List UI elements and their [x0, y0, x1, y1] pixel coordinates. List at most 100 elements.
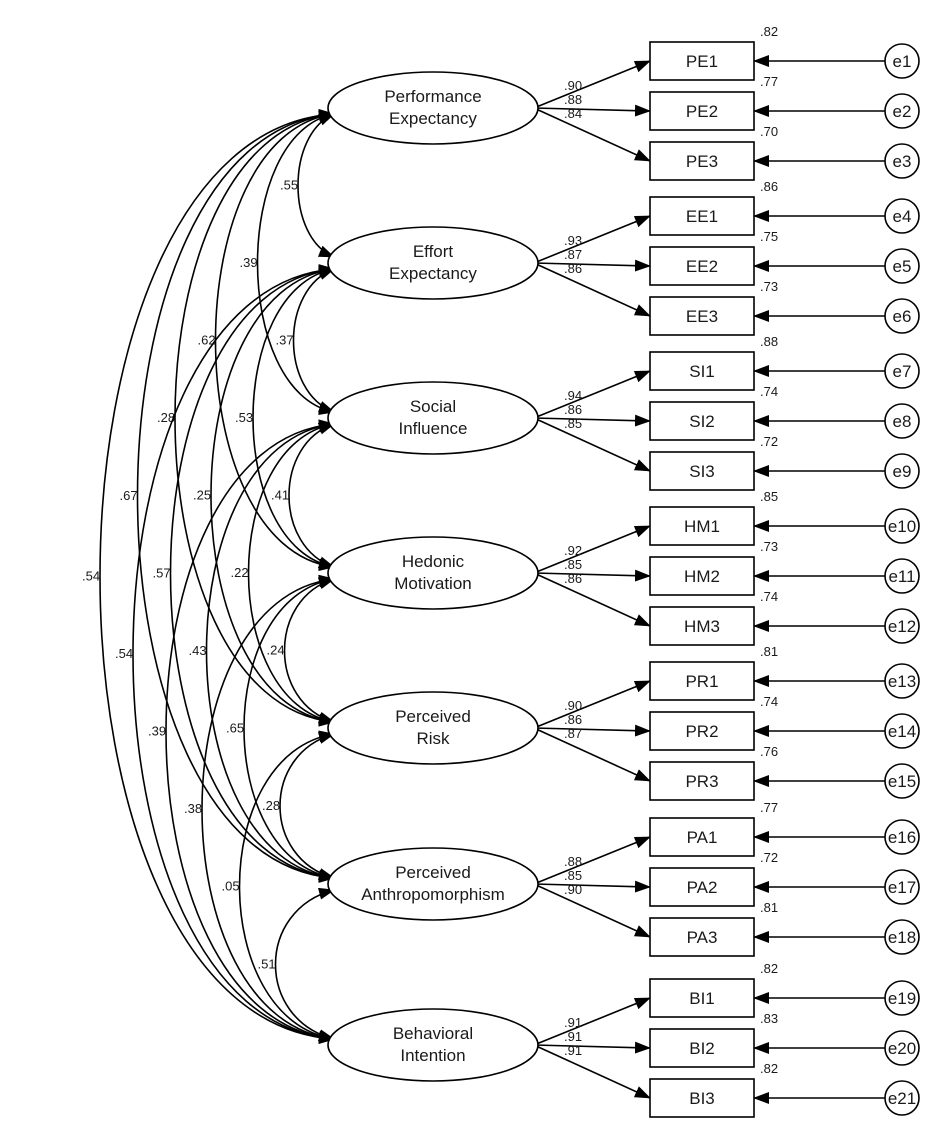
- error-label-e20: e20: [888, 1039, 916, 1058]
- error-label-e16: e16: [888, 828, 916, 847]
- covariance-arc-pe-pr: [174, 109, 335, 727]
- latent-label: Social: [410, 397, 456, 416]
- r-squared-pr3: .76: [760, 744, 778, 759]
- indicator-label: PA3: [687, 928, 718, 947]
- covariance-label-pe-hm: .62: [198, 333, 216, 348]
- covariance-arc-pe-si: [256, 111, 335, 415]
- loading-arrow-bi2: [533, 1041, 651, 1054]
- covariance-arc-ee-pr: [210, 264, 335, 727]
- error-label-e1: e1: [893, 52, 912, 71]
- error-circle-e19: [884, 980, 920, 1016]
- indicator-si3: SI3: [649, 451, 755, 491]
- covariance-arc-pe-bi: [99, 109, 335, 1044]
- error-label-e12: e12: [888, 617, 916, 636]
- covariance-arc-hm-bi: [201, 574, 335, 1044]
- loading-label-ee3: .86: [564, 261, 582, 276]
- indicator-box: [649, 351, 755, 391]
- latent-label: Effort: [413, 242, 454, 261]
- covariance-arc-ee-si: [292, 268, 335, 413]
- loading-label-si2: .86: [564, 402, 582, 417]
- error-label-e2: e2: [893, 102, 912, 121]
- r-squared-pe3: .70: [760, 124, 778, 139]
- indicator-ee3: EE3: [649, 296, 755, 336]
- covariance-label-si-bi: .39: [148, 724, 166, 739]
- r-squared-bi3: .82: [760, 1061, 778, 1076]
- covariance-label-pe-pa: .67: [120, 488, 138, 503]
- error-label-e5: e5: [893, 257, 912, 276]
- loading-arrow-ee3: [533, 262, 651, 317]
- covariance-label-ee-pa: .57: [153, 566, 171, 581]
- loading-label-bi3: .91: [564, 1043, 582, 1058]
- covariance-label-hm-pa: .65: [226, 721, 244, 736]
- covariance-arc-hm-pa: [243, 575, 335, 882]
- indicator-label: PR2: [685, 722, 718, 741]
- indicator-box: [649, 246, 755, 286]
- error-circle-e18: [884, 919, 920, 955]
- indicator-label: PE2: [686, 102, 718, 121]
- error-circle-e15: [884, 763, 920, 799]
- indicator-pe3: PE3: [649, 141, 755, 181]
- error-circle-e14: [884, 713, 920, 749]
- loading-arrow-pr3: [533, 727, 651, 782]
- latent-label: Influence: [399, 419, 468, 438]
- error-circle-e17: [884, 869, 920, 905]
- loading-arrow-pe2: [533, 104, 651, 117]
- covariance-label-pr-bi: .05: [222, 879, 240, 894]
- indicator-box: [649, 1028, 755, 1068]
- loading-label-si1: .94: [564, 388, 582, 403]
- error-label-e17: e17: [888, 878, 916, 897]
- latent-label: Intention: [400, 1046, 465, 1065]
- covariance-arc-si-pa: [205, 419, 335, 883]
- covariance-label-si-hm: .41: [271, 488, 289, 503]
- error-circle-e4: [884, 198, 920, 234]
- loading-label-pa3: .90: [564, 882, 582, 897]
- latent-ellipse: [327, 691, 539, 765]
- indicator-bi3: BI3: [649, 1078, 755, 1118]
- loading-arrow-pr1: [533, 680, 651, 729]
- loading-arrow-hm2: [533, 569, 651, 582]
- loading-label-hm2: .85: [564, 557, 582, 572]
- error-circle-e9: [884, 453, 920, 489]
- loading-arrow-pa1: [533, 836, 651, 885]
- indicator-box: [649, 296, 755, 336]
- indicator-label: PR3: [685, 772, 718, 791]
- loading-label-ee2: .87: [564, 247, 582, 262]
- indicator-box: [649, 917, 755, 957]
- loading-arrow-si3: [533, 417, 651, 472]
- indicator-label: BI3: [689, 1089, 715, 1108]
- loading-arrow-hm3: [533, 572, 651, 627]
- r-squared-pr1: .81: [760, 644, 778, 659]
- error-label-e3: e3: [893, 152, 912, 171]
- loading-arrow-bi3: [533, 1044, 651, 1099]
- error-label-e4: e4: [893, 207, 912, 226]
- indicator-label: SI2: [689, 412, 715, 431]
- error-label-e19: e19: [888, 989, 916, 1008]
- latent-ellipse: [327, 536, 539, 610]
- loading-label-pa1: .88: [564, 854, 582, 869]
- loading-arrow-bi1: [533, 997, 651, 1046]
- latent-ellipse: [327, 847, 539, 921]
- covariance-arc-ee-hm: [252, 265, 335, 571]
- indicator-box: [649, 1078, 755, 1118]
- indicator-label: PE3: [686, 152, 718, 171]
- r-squared-pa2: .72: [760, 850, 778, 865]
- latent-ellipse: [327, 226, 539, 300]
- covariance-arc-si-pr: [247, 420, 335, 726]
- indicator-box: [649, 867, 755, 907]
- indicator-label: PE1: [686, 52, 718, 71]
- error-circle-e6: [884, 298, 920, 334]
- r-squared-hm3: .74: [760, 589, 778, 604]
- covariance-label-ee-pr: .25: [193, 488, 211, 503]
- loading-label-hm3: .86: [564, 571, 582, 586]
- indicator-box: [649, 141, 755, 181]
- error-label-e6: e6: [893, 307, 912, 326]
- loading-label-si3: .85: [564, 416, 582, 431]
- covariance-arc-si-hm: [288, 423, 335, 568]
- indicator-ee1: EE1: [649, 196, 755, 236]
- indicator-pr1: PR1: [649, 661, 755, 701]
- loading-label-bi2: .91: [564, 1029, 582, 1044]
